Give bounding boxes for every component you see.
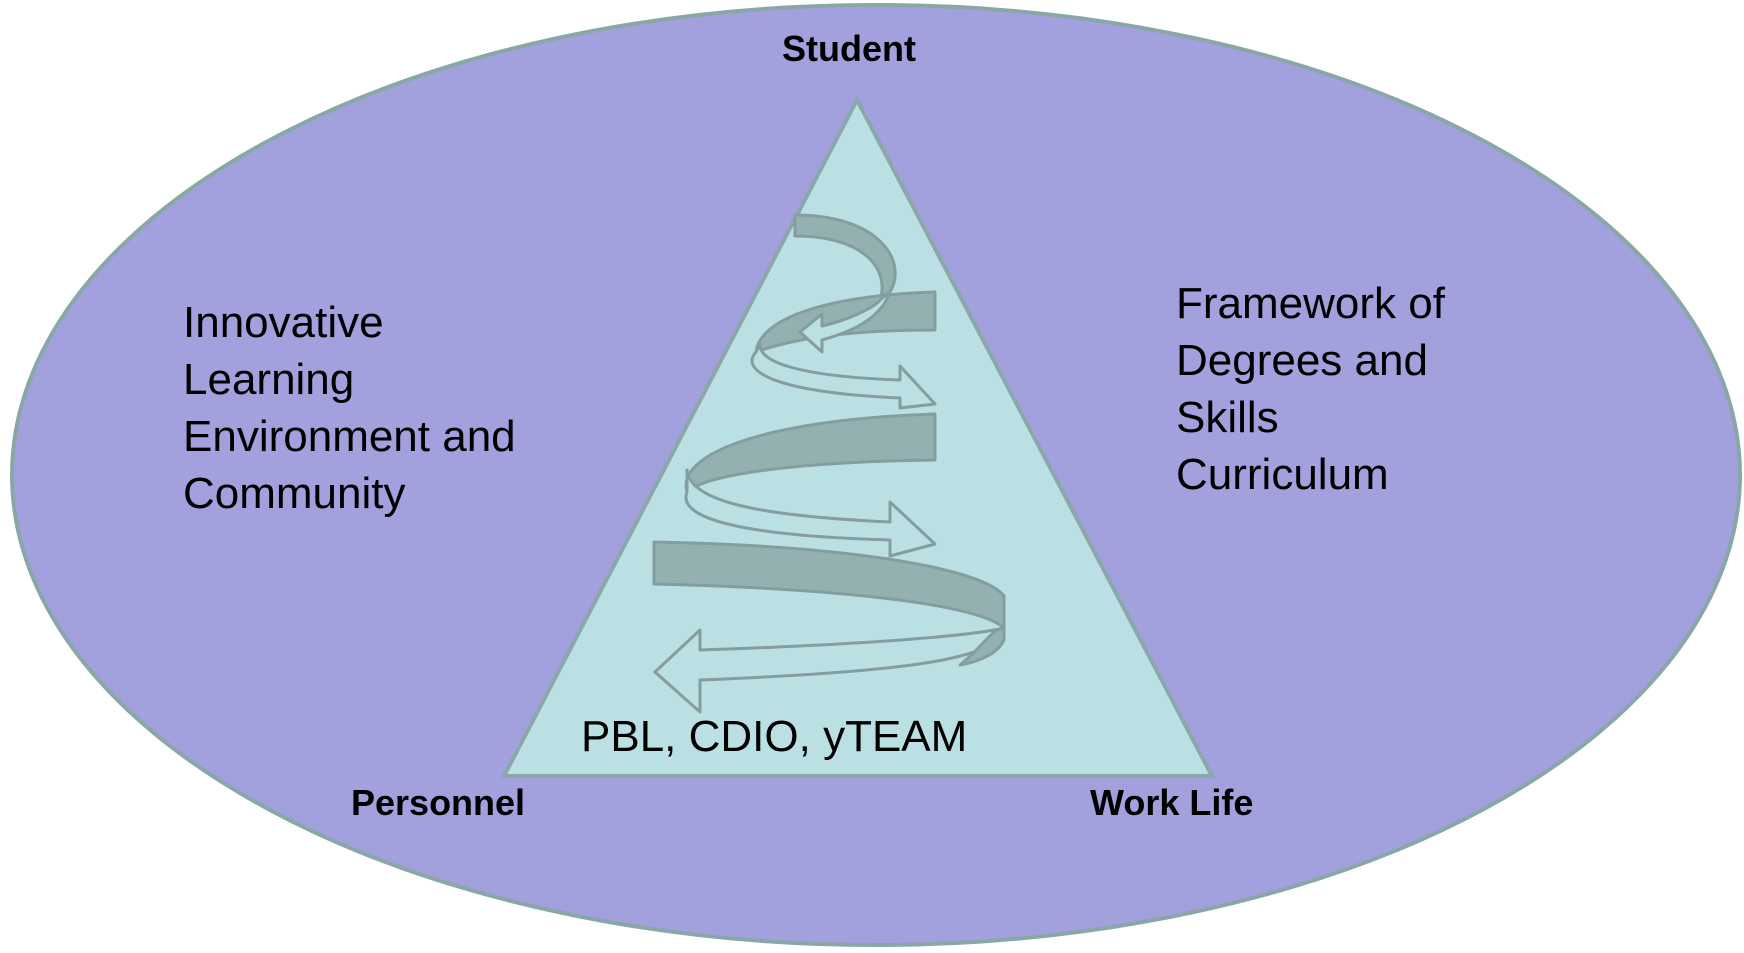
left-side-text: Innovative Learning Environment and Comm… [183,294,516,522]
left-text-line: Community [183,469,406,518]
vertex-label-top: Student [782,28,916,69]
right-side-text: Framework of Degrees and Skills Curricul… [1176,275,1445,503]
vertex-label-bottom-left: Personnel [351,782,526,823]
vertex-label-bottom-right: Work Life [1090,782,1254,823]
center-methods-label: PBL, CDIO, yTEAM [581,712,968,761]
left-text-line: Innovative [183,298,384,347]
left-text-line: Environment and [183,412,516,461]
left-text-line: Learning [183,355,355,404]
spiral-arrow-icon [652,213,1006,714]
right-text-line: Framework of [1176,279,1445,328]
right-text-line: Skills [1176,393,1279,442]
right-text-line: Curriculum [1176,450,1389,499]
right-text-line: Degrees and [1176,336,1428,385]
